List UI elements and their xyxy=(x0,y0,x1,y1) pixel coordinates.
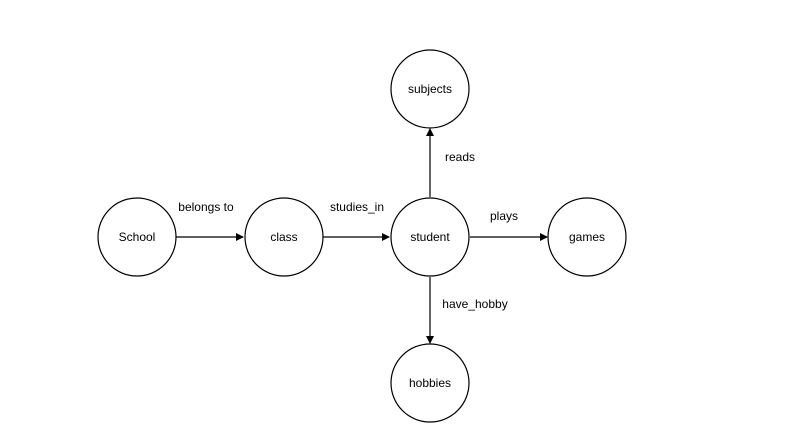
node-class-label: class xyxy=(270,230,297,244)
node-games: games xyxy=(547,197,627,277)
node-class: class xyxy=(244,197,324,277)
node-hobbies-label: hobbies xyxy=(409,376,451,390)
node-student-label: student xyxy=(410,230,450,244)
node-subjects: subjects xyxy=(390,49,470,129)
edge-label-belongs-to: belongs to xyxy=(178,200,234,214)
edge-label-have-hobby: have_hobby xyxy=(442,297,507,311)
edge-label-studies-in: studies_in xyxy=(330,200,384,214)
node-school-label: School xyxy=(119,230,156,244)
node-student: student xyxy=(390,197,470,277)
edge-label-reads: reads xyxy=(445,150,475,164)
edge-label-plays: plays xyxy=(490,209,518,223)
node-games-label: games xyxy=(569,230,605,244)
node-subjects-label: subjects xyxy=(408,82,452,96)
node-hobbies: hobbies xyxy=(390,343,470,423)
node-school: School xyxy=(97,197,177,277)
